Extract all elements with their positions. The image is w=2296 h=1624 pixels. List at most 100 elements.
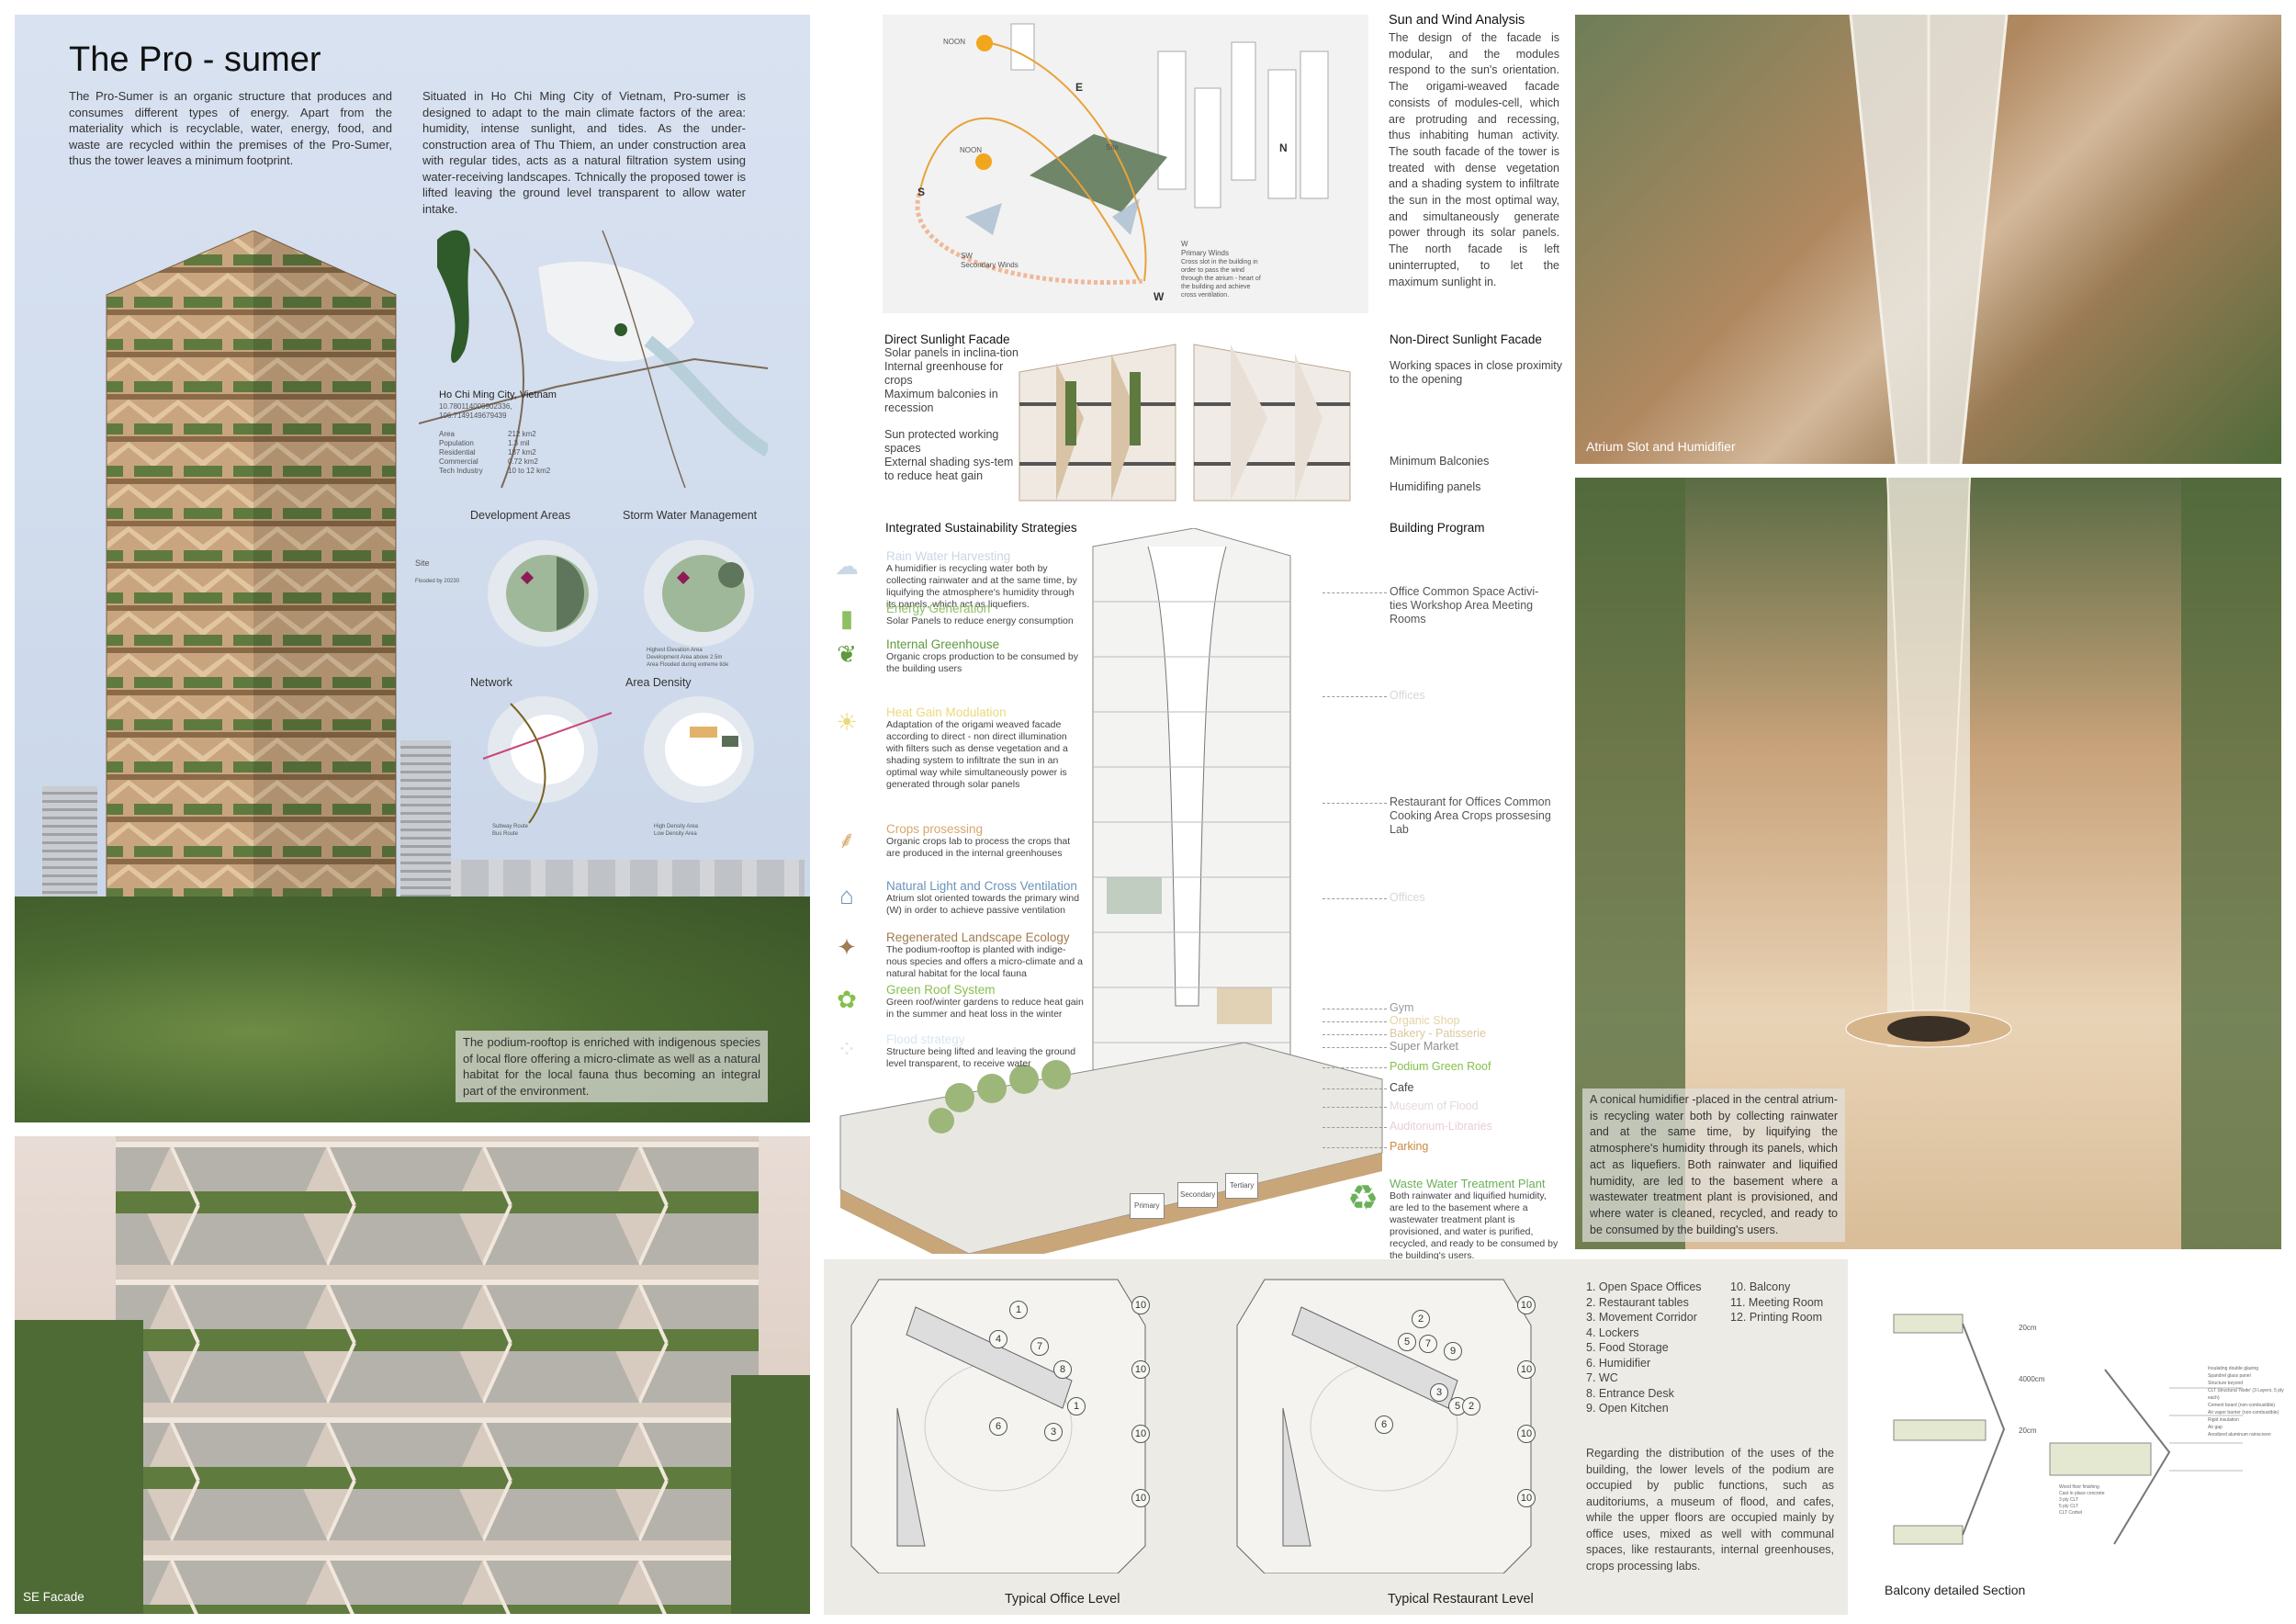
layer-label: Wood floor finishing (2059, 1484, 2099, 1490)
legend-item: 6. Humidifier (1586, 1356, 1651, 1370)
layer-label: 5 ply CLT (2059, 1504, 2079, 1509)
strategy-desc: Adaptation of the origami weaved facade … (886, 719, 1068, 790)
west-label: W (1154, 290, 1165, 303)
legend-item: 7. WC (1586, 1371, 1618, 1384)
layer-label: Air gap (2208, 1425, 2223, 1430)
strategy-desc: Solar Panels to reduce energy consumptio… (886, 615, 1074, 626)
atrium-interior-rendering: A conical humidifier -placed in the cent… (1575, 478, 2281, 1249)
waste-water-block: Waste Water Treatment Plant Both rainwat… (1390, 1177, 1559, 1262)
axonometric-section (839, 528, 1383, 1254)
plan-marker: 10 (1131, 1360, 1150, 1379)
recycle-icon: ♻ (1346, 1179, 1379, 1218)
city-map (419, 230, 768, 489)
program-title: Building Program (1390, 521, 1485, 535)
legend-item: Highest Elevation Area (647, 648, 703, 653)
strategy-title: Regenerated Landscape Ecology (886, 930, 1070, 944)
facade-closeup (15, 1136, 810, 1614)
sun-icon (976, 35, 993, 51)
tank-tertiary: Tertiary (1225, 1173, 1259, 1199)
map-coords-lng: 106.7149149679439 (439, 412, 507, 420)
density-legend: High Density Area Low Density Area (654, 823, 698, 838)
waste-water-desc: Both rainwater and liquified humidity, a… (1390, 1190, 1559, 1261)
floor-layer-labels: Wood floor finishing Cast in place concr… (2059, 1484, 2104, 1517)
plan-marker: 3 (1044, 1423, 1063, 1441)
strategy-desc: Structure being lifted and leaving the g… (886, 1046, 1076, 1069)
w-label: W (1181, 240, 1188, 248)
direct-item: Maximum balconies in recession (884, 388, 998, 414)
layer-label: Anodized aluminum rainscreen (2208, 1432, 2271, 1438)
intro-paragraph: The Pro-Sumer is an organic structure th… (69, 89, 392, 167)
dimension-label: 20cm (2019, 1427, 2037, 1435)
strategy-desc: Organic crops production to be consumed … (886, 651, 1078, 674)
site-paragraph: Situated in Ho Chi Ming City of Vietnam,… (422, 89, 746, 216)
legend-item: Subway Route (492, 824, 529, 829)
leader-line (1322, 1034, 1387, 1035)
plan-marker: 10 (1131, 1296, 1150, 1314)
plan-marker: 7 (1419, 1335, 1437, 1353)
layer-label: 3 ply CLT (2059, 1497, 2079, 1503)
plan-marker: 7 (1030, 1337, 1049, 1356)
non-direct-sunlight-block: Non-Direct Sunlight Facade Working space… (1390, 333, 1564, 387)
sun-wind-title: Sun and Wind Analysis (1389, 13, 1525, 28)
balcony-section-title: Balcony detailed Section (1885, 1583, 2026, 1597)
strategy-desc: A humidifier is recycling water both by … (886, 563, 1077, 610)
se-facade-caption: SE Facade (23, 1590, 84, 1604)
plan-marker: 10 (1517, 1360, 1536, 1379)
primary-winds-label: Primary Winds (1181, 249, 1230, 257)
legend-item: 9. Open Kitchen (1586, 1402, 1669, 1415)
sun-wind-text: The design of the facade is modular, and… (1389, 31, 1559, 288)
program-item: Office Common Space Activi-ties Workshop… (1390, 585, 1539, 626)
leader-line (1322, 1088, 1387, 1089)
flooded-label: Flooded by 20230 (415, 579, 460, 584)
stat-value: 1.3 mil (508, 439, 530, 447)
layer-label: Cement board (non-combustible) (2208, 1403, 2276, 1408)
non-direct-item: Minimum Balconies (1390, 455, 1490, 468)
sun-icon (975, 153, 992, 170)
program-item: Restaurant for Offices Common Cooking Ar… (1390, 795, 1551, 836)
site-label: Site (1106, 143, 1119, 152)
north-label: N (1279, 141, 1288, 154)
stat-label: Population (439, 439, 474, 447)
leader-line (1322, 592, 1387, 593)
restaurant-plan-title: Typical Restaurant Level (1388, 1592, 1534, 1607)
layer-label: Air vapor barrier (non-combustible) (2208, 1410, 2279, 1415)
strategy-desc: Organic crops lab to process the crops t… (886, 836, 1071, 859)
balcony-section-panel: 20cm 4000cm 20cm Insulating double glazi… (1848, 1259, 2296, 1624)
legend-item: 2. Restaurant tables (1586, 1295, 1689, 1309)
leader-line (1322, 1127, 1387, 1128)
strategy-title: Green Roof System (886, 983, 996, 997)
sw-label: SW (961, 252, 973, 260)
legend-item: 12. Printing Room (1730, 1311, 1823, 1324)
sun-wind-diagram: NOON NOON E S N W Site SW Secondary Wind… (883, 15, 1368, 313)
leader-line (1322, 1067, 1387, 1068)
legend-item: High Density Area (654, 824, 699, 829)
background-tower (400, 740, 451, 924)
wind-arrow (965, 203, 1002, 235)
plan-legend-col1: 1. Open Space Offices 2. Restaurant tabl… (1586, 1280, 1702, 1416)
legend-item: 5. Food Storage (1586, 1341, 1669, 1354)
leader-line (1322, 898, 1387, 899)
atrium-facade-drawing (1849, 15, 2009, 464)
waste-water-title: Waste Water Treatment Plant (1390, 1177, 1546, 1190)
plan-marker: 3 (1430, 1383, 1448, 1402)
plant-pot-icon: ✿ (837, 985, 857, 1013)
cloud-icon: ☁ (835, 551, 859, 580)
primary-winds-desc: Cross slot in the building in order to p… (1181, 259, 1261, 299)
map-city-label: Ho Chi Ming City, Vietnam (439, 389, 557, 400)
leader-line (1322, 1047, 1387, 1048)
program-item: Gym (1390, 1001, 1414, 1014)
non-direct-item: Working spaces in close proximity to the… (1390, 359, 1563, 386)
leader-line (1322, 696, 1387, 697)
vietnam-silhouette (437, 230, 470, 363)
development-areas-title: Development Areas (470, 509, 571, 522)
dimension-label: 20cm (2019, 1324, 2037, 1332)
strategy-title: Crops prosessing (886, 822, 984, 836)
strategy-title: Heat Gain Modulation (886, 705, 1007, 719)
layer-label: CLT Structural 'Node' (3 Layers, 5 ply e… (2208, 1388, 2284, 1401)
